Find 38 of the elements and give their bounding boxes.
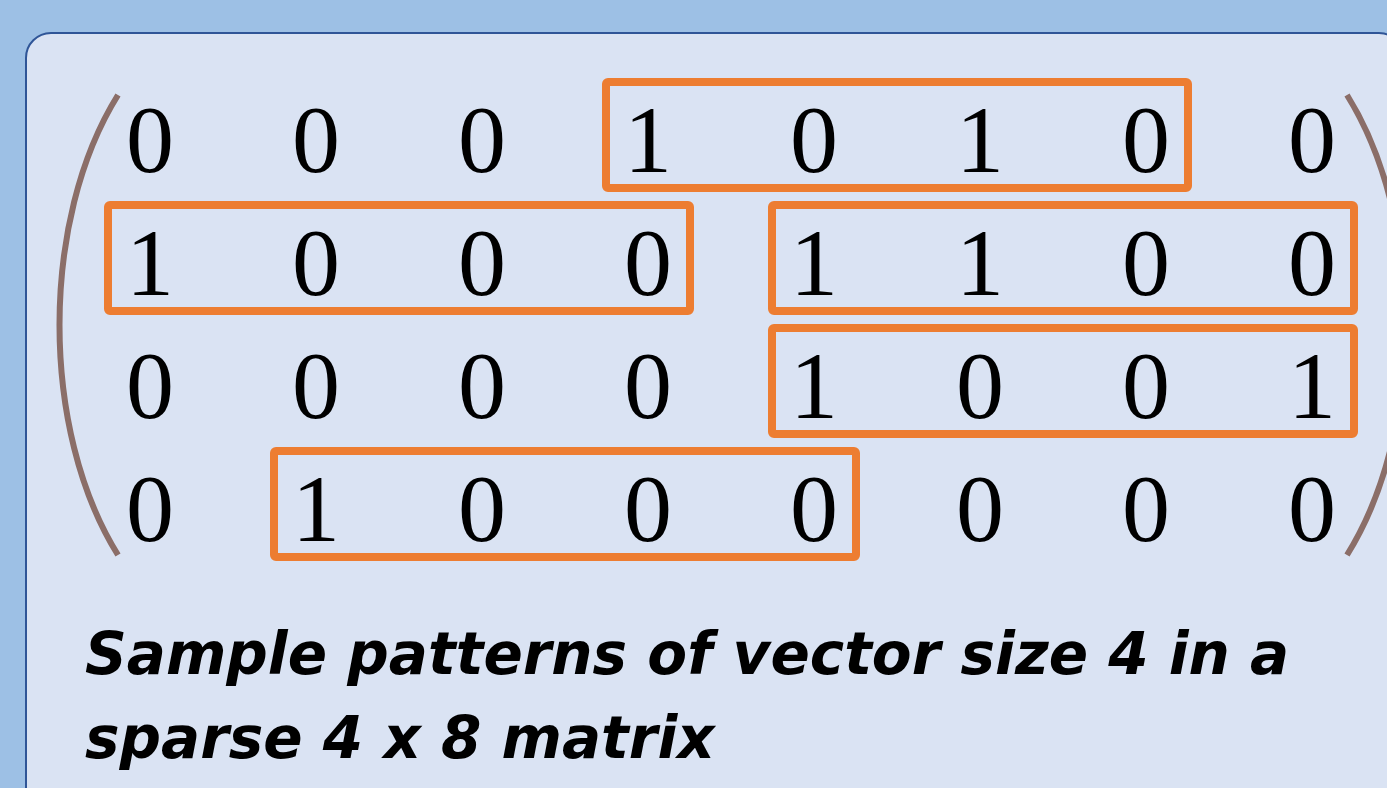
matrix-entry: 0: [1287, 213, 1337, 313]
matrix-entry: 0: [623, 336, 673, 436]
matrix-entry: 1: [955, 213, 1005, 313]
matrix-entry: 0: [457, 90, 507, 190]
matrix-entry: 1: [1287, 336, 1337, 436]
matrix-entry: 0: [291, 213, 341, 313]
matrix-entry: 0: [291, 90, 341, 190]
highlight-box: [768, 324, 1358, 438]
matrix-entry: 0: [457, 459, 507, 559]
matrix-entry: 0: [1121, 459, 1171, 559]
matrix-entry: 0: [457, 213, 507, 313]
matrix-entry: 0: [1121, 336, 1171, 436]
matrix-entry: 1: [125, 213, 175, 313]
matrix-entry: 0: [125, 459, 175, 559]
matrix-entry: 0: [457, 336, 507, 436]
highlight-box: [768, 201, 1358, 315]
matrix-entry: 0: [125, 90, 175, 190]
highlight-box: [602, 78, 1192, 192]
matrix-entry: 0: [955, 336, 1005, 436]
matrix-entry: 1: [789, 213, 839, 313]
highlight-box: [270, 447, 860, 561]
matrix-entry: 0: [623, 213, 673, 313]
highlight-box: [104, 201, 694, 315]
matrix-entry: 1: [789, 336, 839, 436]
matrix-entry: 1: [955, 90, 1005, 190]
matrix-entry: 0: [1121, 213, 1171, 313]
matrix-entry: 0: [291, 336, 341, 436]
matrix-entry: 0: [125, 336, 175, 436]
matrix-entry: 0: [623, 459, 673, 559]
matrix-entry: 0: [1287, 90, 1337, 190]
matrix-entry: 0: [1121, 90, 1171, 190]
matrix-entry: 0: [955, 459, 1005, 559]
matrix-entry: 1: [291, 459, 341, 559]
matrix-entry: 0: [789, 459, 839, 559]
matrix-entry: 1: [623, 90, 673, 190]
matrix-entry: 0: [789, 90, 839, 190]
caption: Sample patterns of vector size 4 in a sparse 4 x 8 matrix: [85, 619, 1291, 774]
matrix-entry: 0: [1287, 459, 1337, 559]
